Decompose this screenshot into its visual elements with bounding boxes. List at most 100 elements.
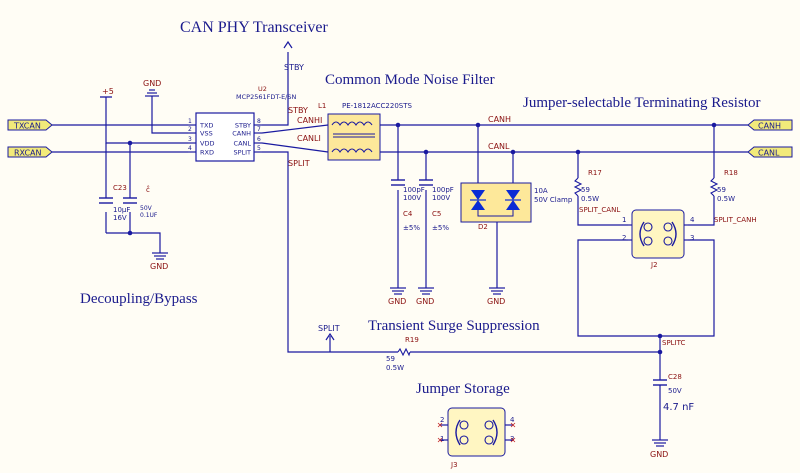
bypass-mark: c̊ bbox=[146, 186, 150, 194]
d2-desc: 50V Clamp bbox=[534, 196, 573, 204]
r19-power: 0.5W bbox=[386, 364, 404, 372]
jumper-j2[interactable]: 1 2 3 4 J2 bbox=[622, 209, 695, 269]
u2-pinnum: 7 bbox=[257, 126, 261, 133]
wire-vdd bbox=[105, 97, 188, 144]
heading-can-phy: CAN PHY Transceiver bbox=[180, 19, 329, 36]
j3-pin: 2 bbox=[440, 416, 444, 424]
c5-value: 100pF bbox=[432, 186, 454, 194]
c5-ref: C5 bbox=[432, 210, 441, 218]
section-headings: CAN PHY Transceiver Common Mode Noise Fi… bbox=[80, 19, 760, 397]
c28-value: 4.7 nF bbox=[663, 402, 694, 413]
net-label-canli: CANLI bbox=[297, 134, 321, 143]
resistor-r18[interactable]: R18 59 0.5W bbox=[709, 169, 738, 203]
junction-dot bbox=[657, 333, 663, 339]
gnd-symbol-c4 bbox=[390, 287, 406, 295]
c5-voltage: 100V bbox=[432, 194, 450, 202]
wire-j2-pin2 bbox=[577, 239, 660, 337]
heading-transient: Transient Surge Suppression bbox=[368, 318, 540, 334]
r17-value: 59 bbox=[581, 186, 590, 194]
vcc-symbol: +5 bbox=[100, 87, 114, 98]
wires bbox=[52, 52, 748, 441]
ic-u2[interactable]: TXD VSS VDD RXD STBY CANH CANL SPLIT 1 2… bbox=[188, 85, 296, 162]
port-canl-label: CANL bbox=[758, 149, 780, 158]
wire-j2-pin3 bbox=[660, 239, 715, 337]
gnd-labels: GND GND GND GND GND bbox=[150, 262, 668, 459]
ic-net-labels: STBY CANHI CANLI SPLIT bbox=[288, 106, 322, 168]
port-canh-label: CANH bbox=[758, 122, 781, 131]
stby-net-label: STBY bbox=[284, 63, 304, 72]
port-canh[interactable]: CANH bbox=[747, 119, 793, 131]
c28-ref: C28 bbox=[668, 373, 682, 381]
capacitor-c5[interactable]: 100pF 100V C5 ±5% bbox=[419, 179, 454, 232]
port-canl[interactable]: CANL bbox=[747, 146, 793, 158]
gnd-symbol-c5 bbox=[418, 287, 434, 295]
wire-canhi bbox=[261, 124, 329, 134]
junction-dot bbox=[711, 122, 717, 128]
port-txcan[interactable]: TXCAN bbox=[7, 119, 53, 131]
stby-arrow-symbol: STBY bbox=[283, 40, 304, 72]
j2-pin: 2 bbox=[622, 234, 626, 242]
port-rxcan[interactable]: RXCAN bbox=[7, 146, 53, 158]
wire-stby bbox=[262, 52, 289, 126]
heading-decoupling: Decoupling/Bypass bbox=[80, 291, 198, 307]
resistor-r19[interactable]: R19 59 0.5W bbox=[386, 336, 419, 372]
r17-power: 0.5W bbox=[581, 195, 599, 203]
u2-ref: U2 bbox=[258, 85, 267, 93]
bus-net-labels: CANH CANL bbox=[488, 115, 511, 151]
j2-ref: J2 bbox=[650, 261, 658, 269]
c4-ref: C4 bbox=[403, 210, 413, 218]
capacitor-c28[interactable]: C28 50V 4.7 nF bbox=[653, 373, 694, 413]
l1-part: PE-1812ACC220STS bbox=[342, 102, 413, 110]
gnd-label: GND bbox=[150, 262, 168, 271]
junction-dot bbox=[510, 149, 516, 155]
u2-pinnum: 3 bbox=[188, 136, 192, 143]
c28-voltage: 50V bbox=[668, 387, 682, 395]
u2-pin-split: SPLIT bbox=[233, 149, 251, 157]
j3-pin: 4 bbox=[510, 416, 515, 424]
heading-common-mode-filter: Common Mode Noise Filter bbox=[325, 72, 495, 88]
u2-pinnum: 4 bbox=[188, 145, 192, 152]
d2-rating: 10A bbox=[534, 187, 548, 195]
gnd-symbol-top: GND bbox=[143, 79, 161, 97]
c4-voltage: 100V bbox=[403, 194, 421, 202]
net-label-split-canl: SPLIT_CANL bbox=[579, 206, 620, 214]
resistor-r17[interactable]: R17 59 0.5W bbox=[573, 169, 602, 203]
j2-pin: 1 bbox=[622, 216, 626, 224]
u2-pinnum: 1 bbox=[188, 118, 192, 125]
u2-pin-vss: VSS bbox=[200, 130, 213, 138]
net-label-stby: STBY bbox=[288, 106, 308, 115]
junction-dot bbox=[575, 149, 581, 155]
gnd-symbol-c28 bbox=[652, 439, 668, 447]
split-net-labels: SPLIT_CANL SPLIT_CANH bbox=[579, 206, 757, 224]
net-label-split-canh: SPLIT_CANH bbox=[714, 216, 757, 224]
wire-r18-j2 bbox=[688, 196, 715, 226]
heading-terminating-resistor: Jumper-selectable Terminating Resistor bbox=[523, 95, 760, 111]
gnd-label: GND bbox=[487, 297, 505, 306]
split-net-label-lower: SPLIT bbox=[318, 324, 340, 333]
junctions bbox=[127, 122, 717, 355]
net-label-splitc: SPLITC bbox=[662, 339, 685, 347]
capacitor-bypass[interactable]: c̊ 50V 0.1UF bbox=[123, 186, 158, 219]
capacitor-c4[interactable]: 100pF 100V C4 ±5% bbox=[391, 179, 425, 232]
j3-pin: 1 bbox=[440, 435, 444, 443]
junction-dot bbox=[423, 149, 429, 155]
split-arrow-symbol: SPLIT bbox=[318, 324, 340, 341]
capacitor-c23[interactable]: C23 10µF 16V bbox=[99, 184, 130, 222]
r19-value: 59 bbox=[386, 355, 395, 363]
u2-part: MCP2561FDT-E/SN bbox=[236, 93, 296, 101]
choke-l1[interactable]: L1 PE-1812ACC220STS bbox=[318, 102, 413, 161]
j3-nc-marks bbox=[437, 422, 516, 443]
r17-ref: R17 bbox=[588, 169, 602, 177]
jumper-j3[interactable]: 2 1 4 3 J3 bbox=[437, 407, 516, 469]
tvs-diode-d2[interactable]: D2 10A 50V Clamp bbox=[460, 182, 573, 231]
heading-jumper-storage: Jumper Storage bbox=[416, 381, 510, 397]
c23-ref: C23 bbox=[113, 184, 127, 192]
net-label-canhi: CANHI bbox=[297, 116, 322, 125]
wire-canli bbox=[261, 142, 329, 153]
u2-pinnum: 8 bbox=[257, 118, 261, 125]
gnd-label: GND bbox=[416, 297, 434, 306]
r18-value: 59 bbox=[717, 186, 726, 194]
u2-pin-vdd: VDD bbox=[200, 140, 214, 148]
gnd-label: GND bbox=[650, 450, 668, 459]
